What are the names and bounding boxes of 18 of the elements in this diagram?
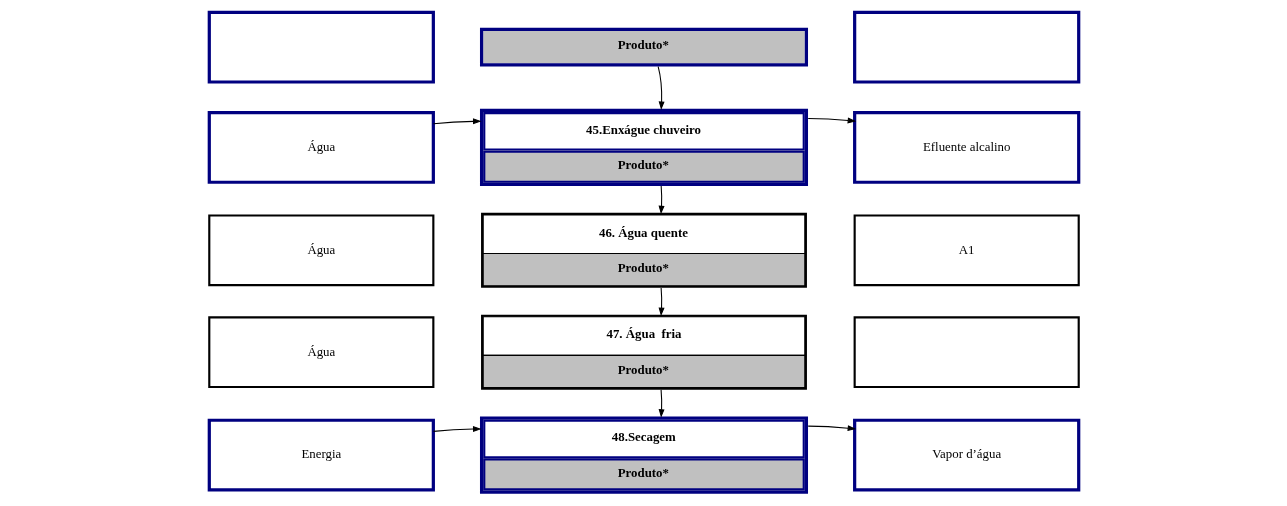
node-box: Água — [207, 316, 434, 389]
node-box: Vapor d’água — [852, 418, 1080, 492]
arrow — [432, 426, 482, 433]
arrow — [658, 185, 665, 215]
node-box: A1 — [853, 214, 1080, 287]
node-box: Energia — [207, 418, 435, 492]
node-box — [852, 10, 1080, 84]
node-box — [853, 316, 1080, 389]
node-box — [207, 10, 435, 84]
arrow — [658, 287, 665, 317]
arrow — [657, 66, 665, 111]
arrow — [807, 425, 856, 432]
node-box: Água — [207, 110, 435, 184]
arrow — [432, 118, 482, 125]
node-box: Efluente alcalino — [852, 110, 1080, 184]
node-box: Água — [207, 214, 434, 287]
arrow — [658, 389, 665, 418]
arrow — [807, 117, 856, 124]
